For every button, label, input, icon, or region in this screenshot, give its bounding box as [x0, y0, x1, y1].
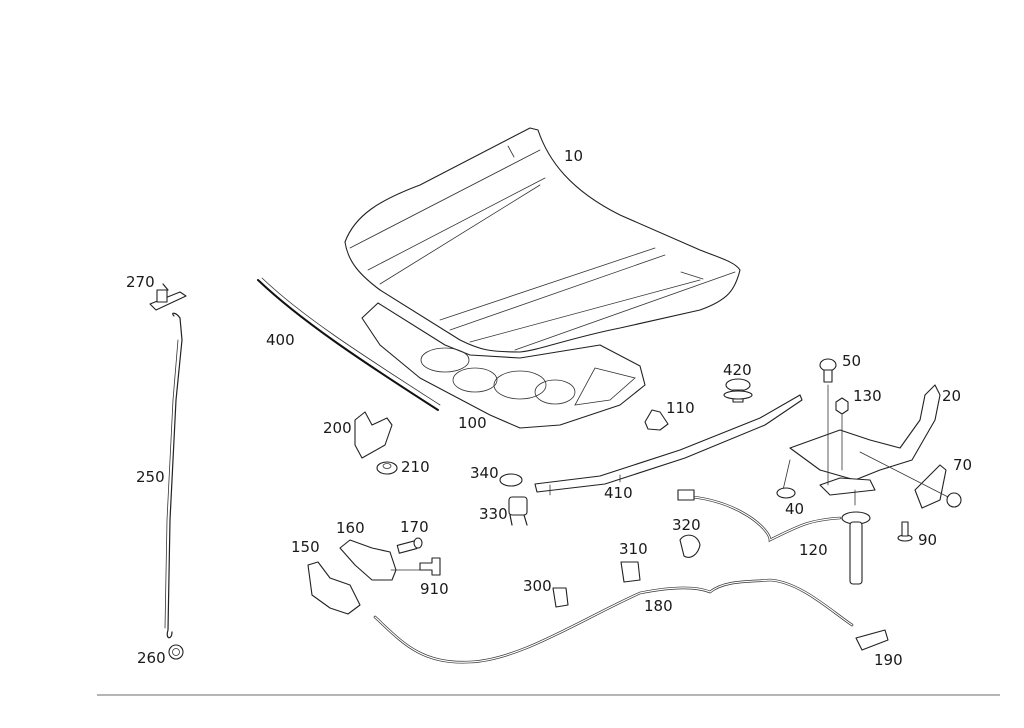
part-label-190: 190 [874, 651, 903, 669]
part-label-150: 150 [291, 538, 320, 556]
buffer-washer-drawing [499, 473, 523, 487]
screw-drawing [396, 537, 423, 554]
part-label-400: 400 [266, 331, 295, 349]
seal-strip-drawing [257, 279, 439, 411]
hood-lock-drawing [307, 561, 361, 615]
part-label-270: 270 [126, 273, 155, 291]
part-label-200: 200 [323, 419, 352, 437]
part-label-10: 10 [564, 147, 584, 165]
hood-panel-drawing [344, 127, 741, 353]
release-cable-drawing [373, 578, 854, 664]
bottom-divider [97, 694, 1000, 696]
part-label-170: 170 [400, 518, 429, 536]
cable-holder-drawing [620, 561, 641, 583]
part-label-210: 210 [401, 458, 430, 476]
part-label-910: 910 [420, 580, 449, 598]
part-label-130: 130 [853, 387, 882, 405]
part-label-260: 260 [137, 649, 166, 667]
flange-nut-drawing [376, 461, 398, 475]
part-label-100: 100 [458, 414, 487, 432]
part-label-250: 250 [136, 468, 165, 486]
support-bracket-drawing [354, 411, 393, 459]
part-label-180: 180 [644, 597, 673, 615]
part-label-310: 310 [619, 540, 648, 558]
part-label-300: 300 [523, 577, 552, 595]
part-label-420: 420 [723, 361, 752, 379]
release-handle-drawing [855, 629, 889, 651]
retaining-clip-drawing [644, 409, 669, 431]
part-label-70: 70 [953, 456, 973, 474]
grommet-drawing [168, 644, 184, 660]
part-label-90: 90 [918, 531, 938, 549]
part-label-40: 40 [785, 500, 805, 518]
part-label-20: 20 [942, 387, 962, 405]
part-label-110: 110 [666, 399, 695, 417]
part-label-410: 410 [604, 484, 633, 502]
part-label-120: 120 [799, 541, 828, 559]
front-seal-drawing [534, 394, 803, 496]
insulation-mat-drawing [361, 302, 646, 429]
part-label-50: 50 [842, 352, 862, 370]
lock-bracket-drawing [339, 539, 397, 581]
part-label-320: 320 [672, 516, 701, 534]
part-label-160: 160 [336, 519, 365, 537]
buffer-stop-drawing [508, 496, 528, 526]
rod-holder-drawing [149, 283, 187, 311]
part-label-340: 340 [470, 464, 499, 482]
expanding-rivet-drawing [723, 378, 753, 403]
cable-bracket-drawing [679, 534, 701, 558]
prop-rod-drawing [166, 312, 183, 639]
cable-connector-drawing [390, 557, 441, 576]
cable-clip-drawing [552, 587, 569, 608]
gas-strut-drawing [677, 489, 871, 585]
hinge-assembly-drawing [776, 358, 962, 542]
part-label-330: 330 [479, 505, 508, 523]
